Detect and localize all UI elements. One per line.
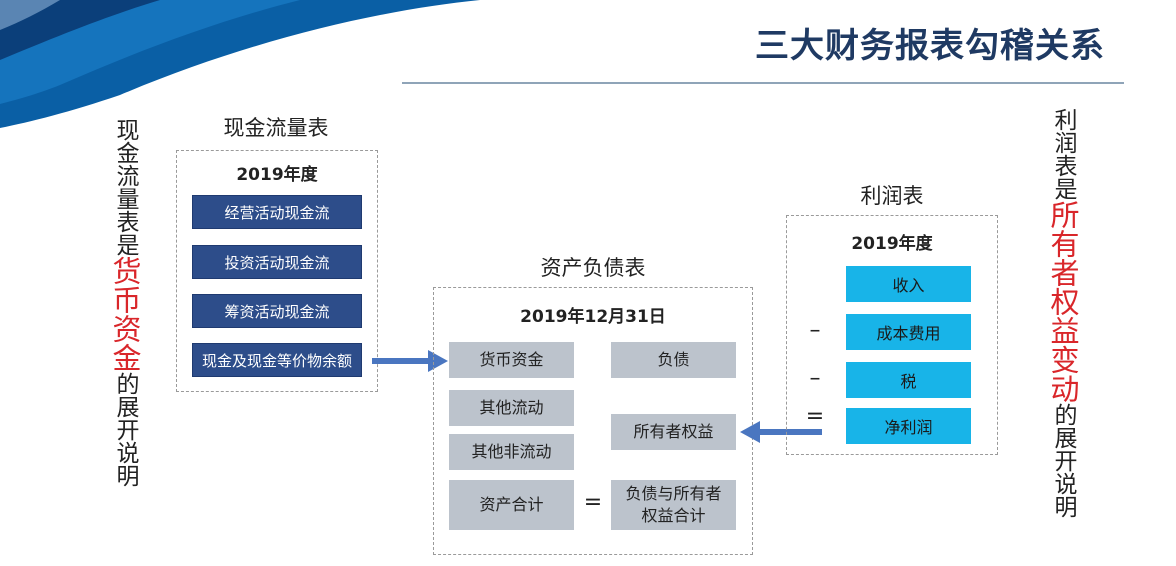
income-period: 2019年度 — [851, 234, 933, 254]
cashflow-item-investing: 投资活动现金流 — [192, 245, 362, 279]
title-divider — [402, 82, 1124, 84]
cashflow-item-ending-balance: 现金及现金等价物余额 — [192, 343, 362, 377]
balance-item-liabilities: 负债 — [611, 342, 736, 378]
income-item-tax: 税 — [846, 362, 971, 398]
right-note-highlight: 所有者权益变动 — [1046, 200, 1080, 403]
arrow-income-to-equity — [740, 421, 822, 443]
right-note-pre: 利润表是 — [1050, 108, 1076, 200]
income-minus-sign-2: – — [809, 366, 821, 391]
left-note-highlight: 货币资金 — [108, 256, 142, 372]
balance-item-cash: 货币资金 — [449, 342, 574, 378]
income-label: 利润表 — [860, 184, 924, 208]
income-box — [786, 215, 998, 455]
balance-equals-sign: = — [583, 490, 603, 515]
balance-item-assets-total: 资产合计 — [449, 480, 574, 530]
income-equals-sign: = — [805, 404, 825, 429]
balance-item-liabilities-equity-total: 负债与所有者权益合计 — [611, 480, 736, 530]
cashflow-item-operating: 经营活动现金流 — [192, 195, 362, 229]
income-item-revenue: 收入 — [846, 266, 971, 302]
balance-label: 资产负债表 — [540, 256, 646, 280]
cashflow-item-financing: 筹资活动现金流 — [192, 294, 362, 328]
balance-item-other-noncurrent: 其他非流动 — [449, 434, 574, 470]
cashflow-label: 现金流量表 — [223, 116, 329, 140]
header-swoosh-decoration — [0, 0, 480, 128]
left-note-post: 的展开说明 — [112, 372, 138, 487]
balance-period: 2019年12月31日 — [520, 307, 666, 327]
right-note-post: 的展开说明 — [1050, 403, 1076, 518]
income-minus-sign-1: – — [809, 318, 821, 343]
left-note-pre: 现金流量表是 — [112, 118, 138, 256]
cashflow-box — [176, 150, 378, 392]
balance-box — [433, 287, 753, 555]
page-title: 三大财务报表勾稽关系 — [755, 26, 1105, 66]
income-item-costs: 成本费用 — [846, 314, 971, 350]
right-vertical-note: 利润表是所有者权益变动的展开说明 — [1046, 108, 1080, 518]
balance-item-equity: 所有者权益 — [611, 414, 736, 450]
cashflow-period: 2019年度 — [236, 165, 318, 185]
balance-item-other-current: 其他流动 — [449, 390, 574, 426]
left-vertical-note: 现金流量表是货币资金的展开说明 — [108, 118, 142, 487]
income-item-net-profit: 净利润 — [846, 408, 971, 444]
